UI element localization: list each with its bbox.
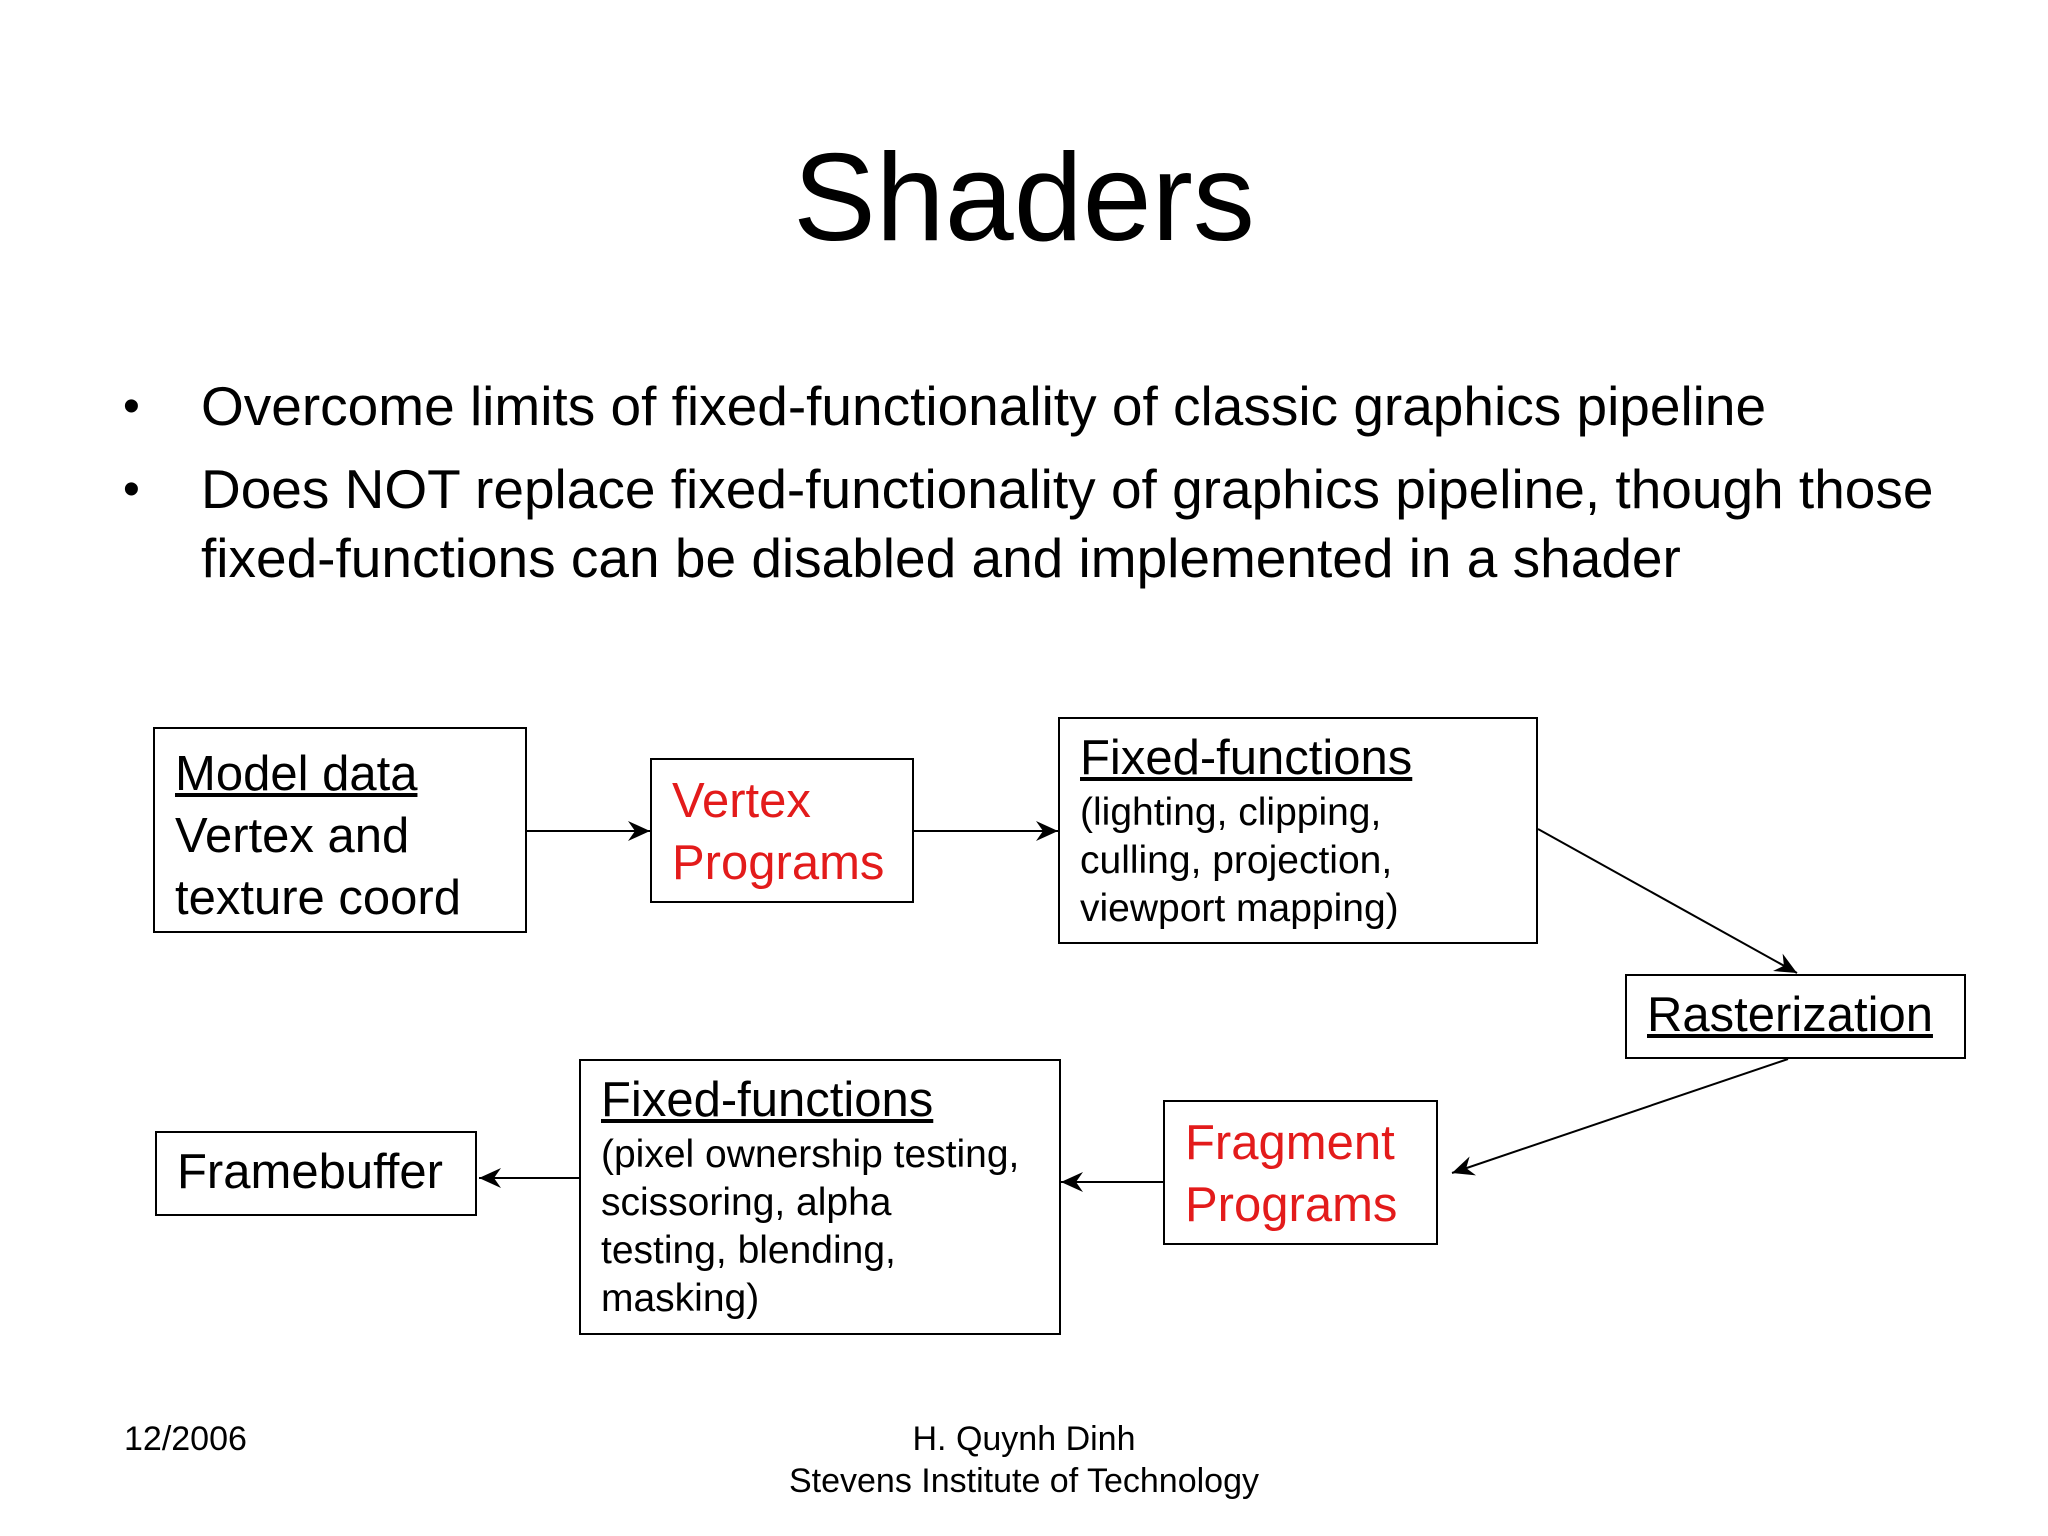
fixed-functions-top-line: viewport mapping)	[1080, 887, 1399, 930]
model-data-heading: Model data	[175, 747, 418, 801]
slide-title: Shaders	[793, 129, 1255, 267]
footer-date: 12/2006	[124, 1420, 247, 1458]
footer-institution: Stevens Institute of Technology	[788, 1462, 1259, 1500]
model-data-box: Model data Vertex and texture coord	[153, 727, 527, 933]
bullet-text: Does NOT replace fixed-functionality of …	[201, 458, 1934, 589]
vertex-programs-line: Programs	[672, 836, 885, 890]
bullet-item: • Overcome limits of fixed-functionality…	[123, 372, 2003, 441]
fixed-functions-bottom-line: masking)	[601, 1277, 760, 1320]
fixed-functions-bottom-box: Fixed-functions (pixel ownership testing…	[579, 1059, 1061, 1335]
bullet-list: • Overcome limits of fixed-functionality…	[123, 372, 2003, 607]
fixed-functions-top-box: Fixed-functions (lighting, clipping, cul…	[1058, 717, 1538, 944]
arrow-raster-to-fragment	[1451, 1058, 1789, 1176]
rasterization-box: Rasterization	[1625, 974, 1966, 1059]
model-data-line: Vertex and	[175, 809, 410, 863]
fixed-functions-top-line: culling, projection,	[1080, 839, 1393, 882]
vertex-programs-line: Vertex	[672, 774, 811, 828]
fragment-programs-line: Fragment	[1185, 1116, 1395, 1170]
fixed-functions-top-line: (lighting, clipping,	[1080, 791, 1382, 834]
fixed-functions-bottom-line: (pixel ownership testing,	[601, 1133, 1020, 1176]
fixed-functions-top-heading: Fixed-functions	[1080, 731, 1413, 785]
rasterization-heading: Rasterization	[1647, 988, 1933, 1042]
framebuffer-label: Framebuffer	[177, 1145, 443, 1199]
fragment-programs-line: Programs	[1185, 1178, 1398, 1232]
bullet-text: Overcome limits of fixed-functionality o…	[201, 375, 1767, 437]
fixed-functions-bottom-line: scissoring, alpha	[601, 1181, 892, 1224]
bullet-marker: •	[123, 463, 140, 516]
framebuffer-box: Framebuffer	[155, 1131, 477, 1216]
fixed-functions-bottom-line: testing, blending,	[601, 1229, 896, 1272]
model-data-line: texture coord	[175, 871, 461, 925]
bullet-item: • Does NOT replace fixed-functionality o…	[123, 455, 2003, 593]
footer-author: H. Quynh Dinh	[912, 1420, 1136, 1458]
fragment-programs-box: Fragment Programs	[1163, 1100, 1438, 1245]
arrow-fixed-to-raster	[1537, 828, 1798, 974]
fixed-functions-bottom-heading: Fixed-functions	[601, 1073, 934, 1127]
footer-credit: H. Quynh Dinh Stevens Institute of Techn…	[0, 1418, 2048, 1502]
vertex-programs-box: Vertex Programs	[650, 758, 914, 903]
bullet-marker: •	[123, 380, 140, 433]
